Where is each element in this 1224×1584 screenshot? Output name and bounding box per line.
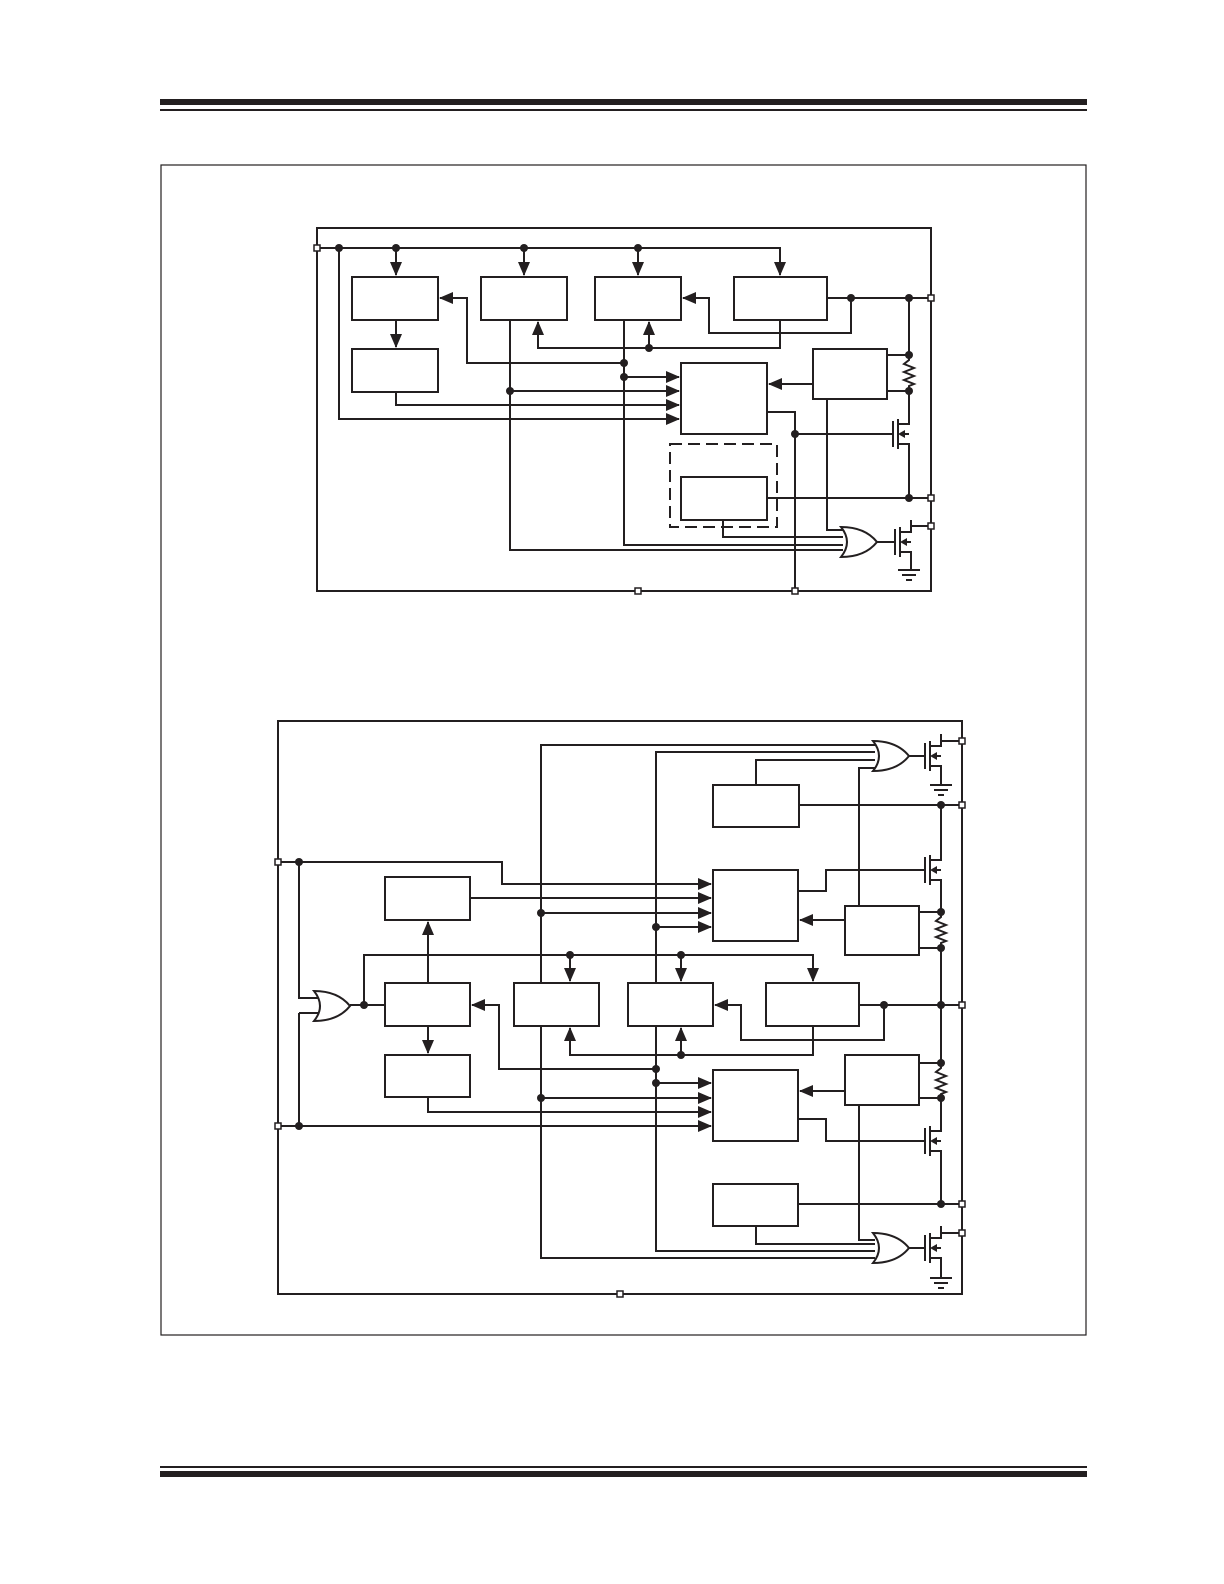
wire xyxy=(509,320,843,551)
block xyxy=(712,1183,799,1227)
block xyxy=(712,784,800,828)
wire xyxy=(439,292,624,364)
optional-block-outline xyxy=(669,443,778,528)
block xyxy=(480,276,568,321)
mosfet-icon xyxy=(924,1118,942,1164)
wire xyxy=(471,999,656,1070)
block xyxy=(384,876,471,921)
or-gate-icon xyxy=(840,526,878,558)
wire xyxy=(564,1026,814,1056)
footer-rule-thick xyxy=(160,1471,1087,1477)
block xyxy=(680,476,768,521)
package-outline xyxy=(316,227,932,592)
wire xyxy=(755,1226,875,1245)
junction-dots xyxy=(335,244,913,502)
ground-icon xyxy=(897,569,921,581)
wire xyxy=(682,292,852,334)
wire xyxy=(623,320,843,546)
block xyxy=(844,1054,920,1106)
ground-icon xyxy=(929,784,953,796)
or-gate-icon xyxy=(872,1232,910,1264)
wire xyxy=(755,759,875,785)
block-diagram-1 xyxy=(313,227,935,595)
wire xyxy=(798,804,962,1205)
block xyxy=(627,982,714,1027)
block xyxy=(384,1054,471,1098)
pins xyxy=(313,244,935,595)
ground-icon xyxy=(929,1277,953,1289)
wire xyxy=(858,767,875,906)
header-rule-thick xyxy=(160,99,1087,105)
resistor xyxy=(933,912,949,948)
wire xyxy=(338,248,680,425)
wire xyxy=(427,1097,712,1118)
mosfet-icon xyxy=(892,411,910,457)
block xyxy=(513,982,600,1027)
mosfet-icon xyxy=(894,519,912,565)
wire xyxy=(714,999,885,1041)
block xyxy=(844,905,920,956)
wire xyxy=(317,247,786,276)
wire xyxy=(767,456,931,499)
pins xyxy=(274,737,966,1298)
block xyxy=(733,276,828,321)
wire xyxy=(395,392,680,411)
or-gate-icon xyxy=(313,990,351,1022)
footer-rule-thin xyxy=(160,1466,1087,1468)
logic-block xyxy=(680,362,768,435)
header-rule-thin xyxy=(160,109,1087,111)
wire xyxy=(887,298,910,423)
resistor xyxy=(933,1063,949,1098)
wire xyxy=(798,1118,925,1142)
or-gate-icon xyxy=(872,740,910,772)
wire xyxy=(858,1105,875,1241)
junction-dots xyxy=(295,801,945,1208)
wire xyxy=(722,520,843,538)
block xyxy=(812,348,888,400)
wire xyxy=(909,1226,962,1278)
block-diagram-2 xyxy=(274,720,966,1298)
wire xyxy=(298,862,318,1126)
wire xyxy=(909,734,962,785)
wire xyxy=(278,861,712,890)
logic-block xyxy=(712,869,799,942)
wire xyxy=(767,411,893,591)
block xyxy=(765,982,860,1027)
block xyxy=(384,982,471,1027)
figure-frame xyxy=(160,164,1087,1336)
block xyxy=(594,276,682,321)
block xyxy=(351,348,439,393)
mosfet-icon xyxy=(924,733,942,779)
block xyxy=(351,276,439,321)
mosfet-icon xyxy=(924,847,942,893)
mosfet-icon xyxy=(924,1225,942,1271)
logic-block xyxy=(712,1069,799,1142)
wire xyxy=(826,399,843,531)
resistor xyxy=(901,355,917,391)
wire xyxy=(798,869,925,892)
